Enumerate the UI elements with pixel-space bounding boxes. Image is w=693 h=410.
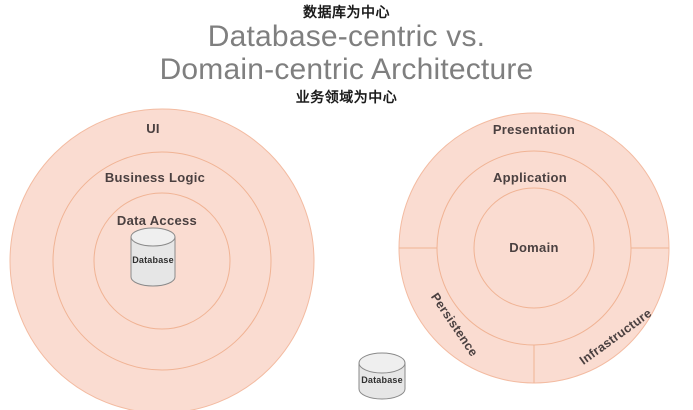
database-label: Database — [361, 375, 403, 385]
database-cylinder-icon-left: Database — [130, 227, 176, 287]
database-cylinder-icon-external: Database — [358, 352, 406, 400]
ring-label-data-access: Data Access — [117, 213, 197, 228]
page-title: Database-centric vs. Domain-centric Arch… — [0, 20, 693, 86]
page-title-line-1: Database-centric vs. — [207, 20, 486, 53]
cylinder-body — [130, 236, 176, 287]
ring-label-application: Application — [493, 170, 567, 185]
right-diagram-domain-centric: Presentation Application Domain Persiste… — [398, 112, 670, 384]
page-title-line-2: Domain-centric Architecture — [159, 53, 534, 86]
annotation-database-centric: 数据库为中心 — [303, 5, 390, 21]
cylinder-top — [358, 352, 406, 374]
database-label: Database — [132, 255, 174, 265]
cylinder-top — [130, 227, 176, 247]
left-diagram-database-centric: UI Business Logic Data Access Database — [9, 108, 315, 410]
ring-label-presentation: Presentation — [493, 122, 575, 137]
ring-label-ui: UI — [146, 121, 160, 136]
ring-domain — [473, 187, 595, 309]
annotation-domain-centric: 业务领域为中心 — [295, 90, 398, 106]
ring-label-business-logic: Business Logic — [105, 170, 205, 185]
ring-label-domain: Domain — [509, 240, 558, 255]
